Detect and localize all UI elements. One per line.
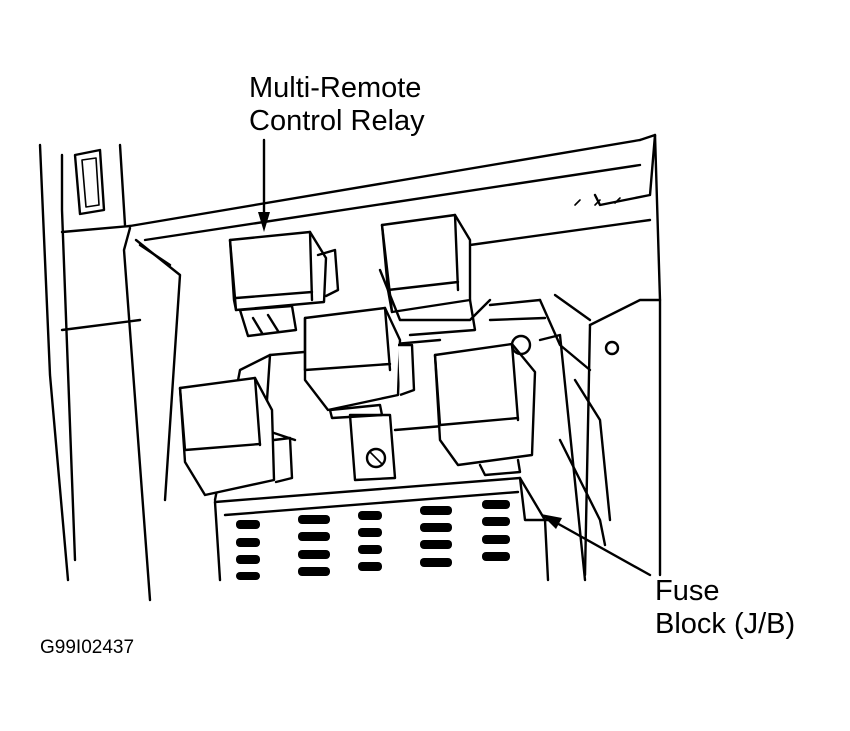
fuse-block-leader-arrow xyxy=(541,514,652,577)
relay-leader-arrow xyxy=(258,138,270,232)
relay-left xyxy=(178,376,294,497)
relay-right xyxy=(433,334,537,477)
fuse-block-callout-line-1: Fuse xyxy=(655,575,720,607)
relay-callout-line-1: Multi-Remote xyxy=(249,72,422,104)
multi-remote-control-relay xyxy=(228,230,340,338)
side-bracket xyxy=(538,293,662,582)
fuse-row xyxy=(236,552,510,580)
relay-callout-line-2: Control Relay xyxy=(249,105,425,137)
fuse-block-callout-line-2: Block (J/B) xyxy=(655,608,796,640)
fuse-row xyxy=(236,517,510,547)
fuse-row xyxy=(236,535,510,564)
dashboard-panel xyxy=(38,133,662,602)
fuse-block xyxy=(213,476,550,582)
relay-callout-label: Multi-Remote Control Relay xyxy=(249,72,425,138)
relay-center xyxy=(303,306,416,420)
fuse-block-callout-label: Fuse Block (J/B) xyxy=(655,575,795,641)
figure-id: G99I02437 xyxy=(40,637,135,658)
relay-top-right xyxy=(378,213,547,337)
